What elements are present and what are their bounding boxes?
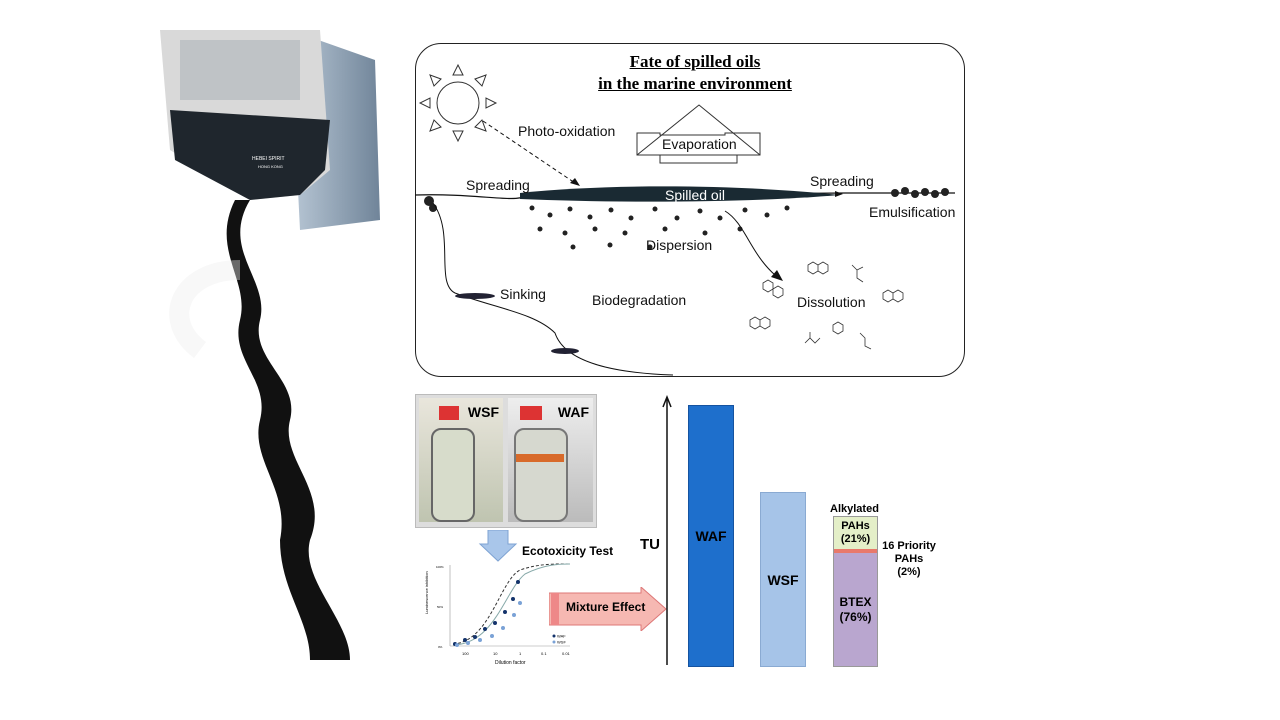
sun-icon [418,63,498,143]
ecotoxicity-test-label: Ecotoxicity Test [522,544,614,558]
wsf-photo: WSF [419,398,503,522]
label-spreading-left: Spreading [466,177,530,193]
mixture-effect-label: Mixture Effect [566,600,646,614]
x-tick: 0.1 [541,651,547,656]
mini-chart-xlabel: Dilution factor [495,660,526,666]
fate-diagram-panel [415,43,965,377]
ship-name: HEBEI SPIRIT [252,156,285,162]
down-arrow-icon [478,530,518,562]
fate-title-line1: Fate of spilled oils [629,52,761,71]
x-tick: 0.01 [562,651,571,656]
priority-pct: (2%) [897,566,921,578]
label-emulsification: Emulsification [869,204,956,220]
bar-waf: WAF [688,405,734,667]
bar-mixture-stacked: PAHs(21%) BTEX(76%) [833,516,878,667]
tu-axis-label: TU [640,536,660,553]
x-tick: 100 [462,651,469,656]
molecule-icons [749,261,904,350]
segment-btex: BTEX(76%) [834,553,877,666]
priority-label2: PAHs [894,553,924,565]
bar-waf-label: WAF [695,528,727,544]
sample-photos: WSF WAF [415,394,597,528]
label-spreading-right: Spreading [810,173,874,189]
fate-title-line2: in the marine environment [598,74,792,93]
x-tick: 10 [493,651,498,656]
segment-16-priority-pahs [834,549,877,553]
label-evaporation: Evaporation [662,136,737,152]
x-tick: 1 [519,651,522,656]
legend-wsf: WSF [557,640,566,645]
ship-port: HONG KONG [258,164,283,169]
label-dispersion: Dispersion [646,237,713,253]
y-tick: 0% [438,645,443,649]
bar-wsf-label: WSF [767,571,799,588]
label-biodegradation: Biodegradation [592,292,687,308]
y-tick: 50% [437,605,443,609]
label-spilled-oil: Spilled oil [665,187,725,203]
seg-label: PAHs [841,520,870,532]
mini-chart-ylabel: Luminescence inhibition [424,571,429,614]
label-sinking: Sinking [500,286,546,302]
fate-diagram-drawing [415,63,955,376]
ship-oil-slick-image: HEBEI SPIRIT HONG KONG [160,30,380,660]
wsf-label: WSF [467,404,499,420]
legend-waf: WAF [557,634,566,639]
alkylated-label: Alkylated [830,503,879,515]
y-tick: 100% [436,565,444,569]
seg-pct: (21%) [840,533,871,545]
waf-label: WAF [557,404,589,420]
evaporation-arrow [636,132,761,164]
seg-label: BTEX [839,594,872,609]
segment-alkylated-pahs: PAHs(21%) [834,517,877,549]
tu-axis [662,395,672,665]
label-dissolution: Dissolution [797,294,866,310]
waf-photo: WAF [508,398,593,522]
priority-label: 16 Priority [882,540,936,552]
label-photo-oxidation: Photo-oxidation [518,123,616,139]
mixture-effect-arrow [549,587,667,631]
seg-pct: (76%) [839,609,872,624]
bar-wsf: WSF [760,492,806,667]
dose-response-mini-chart: Luminescence inhibition Dilution factor … [424,563,571,666]
